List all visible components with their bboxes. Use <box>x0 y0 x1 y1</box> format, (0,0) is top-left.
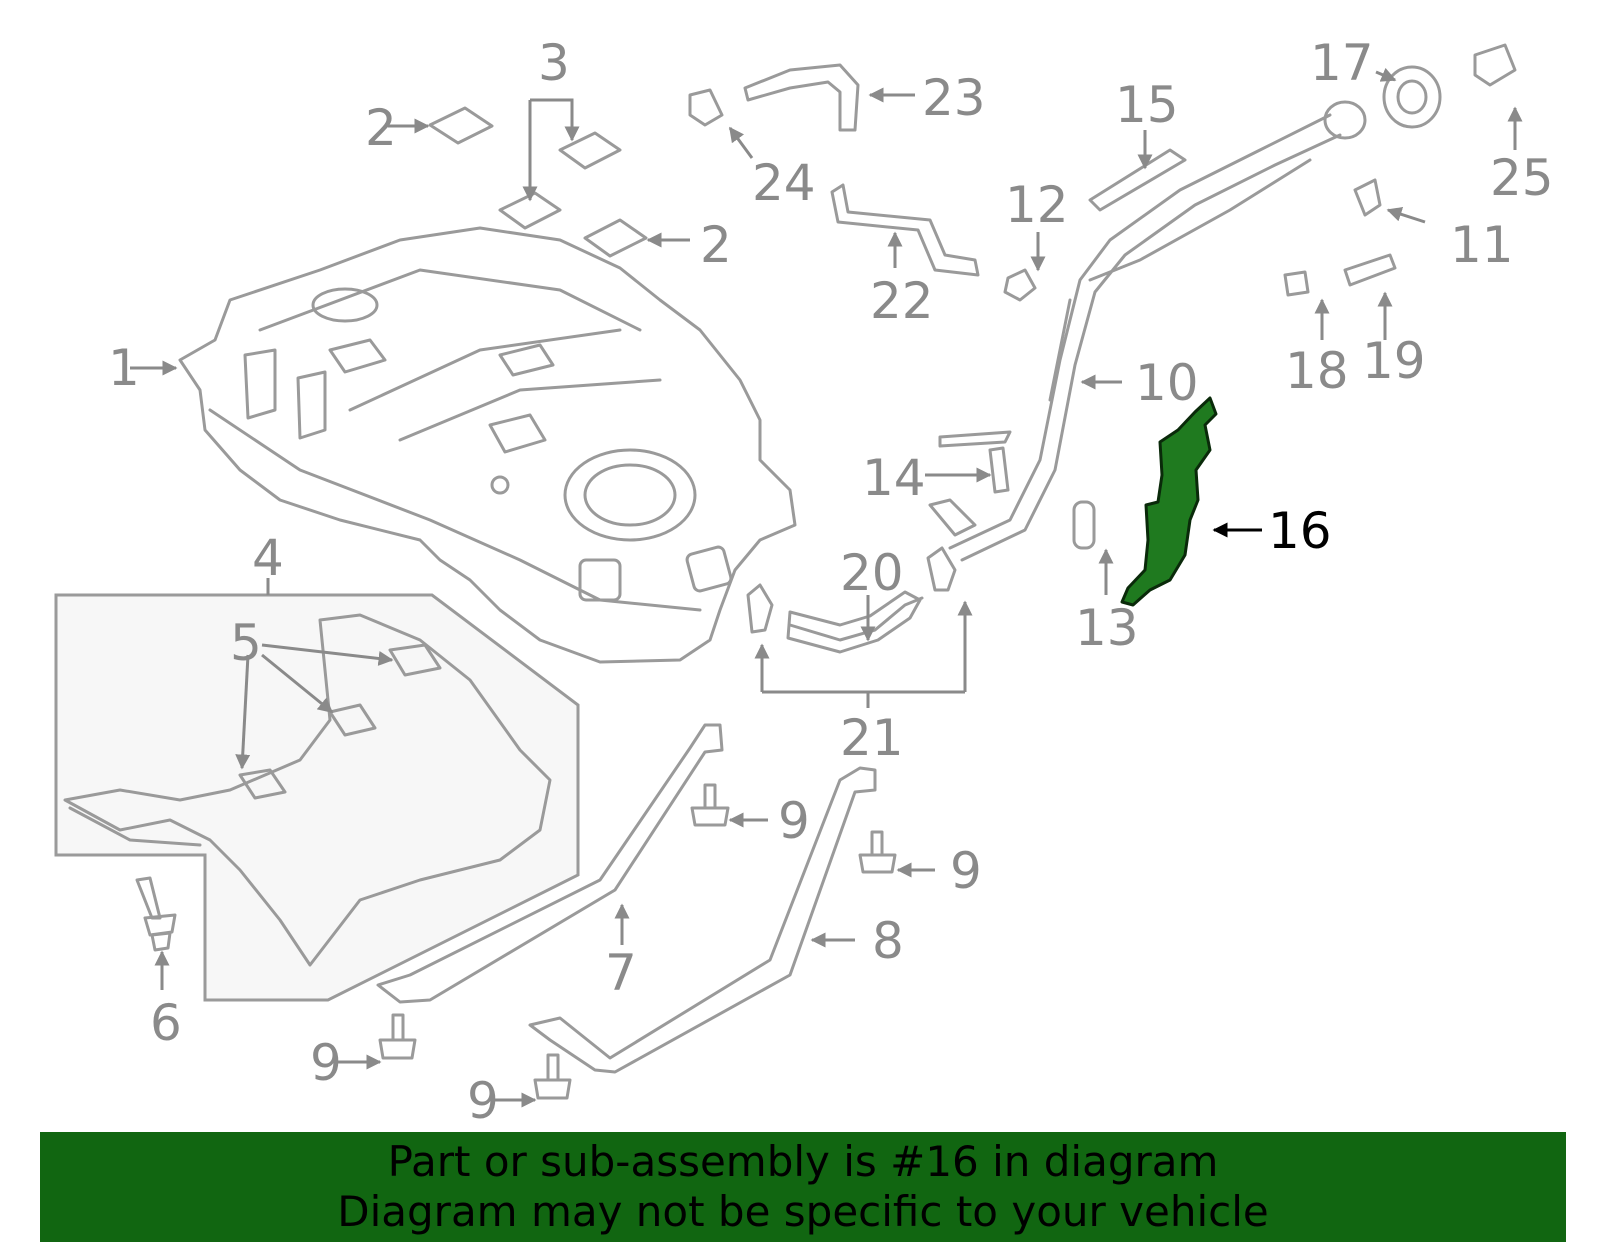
callout-9: 9 <box>950 842 982 900</box>
callout-18: 18 <box>1285 342 1349 400</box>
heat-shield-inset <box>54 593 580 1002</box>
callout-9: 9 <box>467 1072 499 1130</box>
callout-25: 25 <box>1490 149 1554 207</box>
callout-12: 12 <box>1005 176 1069 234</box>
banner-line-1: Part or sub-assembly is #16 in diagram <box>387 1137 1219 1186</box>
small-parts <box>928 43 1517 550</box>
callout-16: 16 <box>1268 502 1332 560</box>
callout-4: 4 <box>252 529 284 587</box>
callout-11: 11 <box>1450 216 1514 274</box>
callout-23: 23 <box>922 69 986 127</box>
callout-9: 9 <box>310 1034 342 1092</box>
banner-line-2: Diagram may not be specific to your vehi… <box>337 1187 1269 1236</box>
callout-6: 6 <box>150 994 182 1052</box>
callout-20: 20 <box>840 544 904 602</box>
callout-2: 2 <box>700 216 732 274</box>
fuel-tank <box>178 226 797 664</box>
info-banner: Part or sub-assembly is #16 in diagram D… <box>40 1132 1566 1242</box>
callout-1: 1 <box>108 339 140 397</box>
pads <box>428 106 648 258</box>
callout-19: 19 <box>1362 332 1426 390</box>
highlighted-part-16 <box>1120 396 1218 607</box>
hoses <box>688 63 980 654</box>
callout-21: 21 <box>840 709 904 767</box>
filler-neck <box>948 100 1367 562</box>
callout-17: 17 <box>1310 34 1374 92</box>
callout-14: 14 <box>862 449 926 507</box>
callout-7: 7 <box>605 944 637 1002</box>
push-pin <box>135 876 177 952</box>
callout-13: 13 <box>1075 599 1139 657</box>
callout-10: 10 <box>1135 354 1199 412</box>
callout-5: 5 <box>230 614 262 672</box>
callout-9: 9 <box>778 792 810 850</box>
tank-straps <box>376 723 877 1074</box>
callout-2: 2 <box>365 99 397 157</box>
callout-8: 8 <box>872 912 904 970</box>
bolts <box>378 783 897 1100</box>
callout-3: 3 <box>538 34 570 92</box>
leader-lines <box>130 67 1523 1108</box>
callout-labels: 1 2 2 3 4 5 6 7 8 9 9 9 9 10 11 12 13 14… <box>108 34 1554 1130</box>
callout-22: 22 <box>870 272 934 330</box>
parts-diagram: 1 2 2 3 4 5 6 7 8 9 9 9 9 10 11 12 13 14… <box>54 34 1554 1130</box>
callout-24: 24 <box>752 154 816 212</box>
callout-15: 15 <box>1115 76 1179 134</box>
